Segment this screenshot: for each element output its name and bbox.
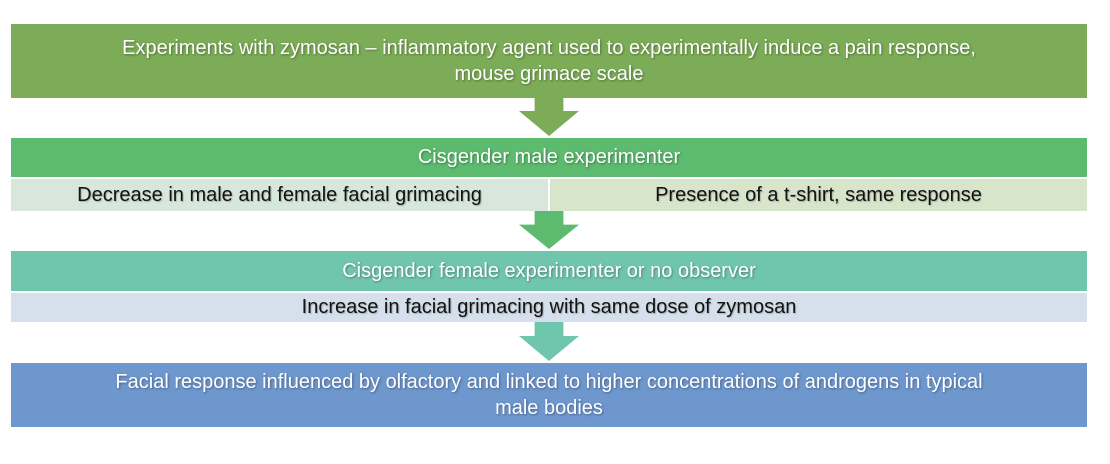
conclusion-box-line1: Facial response influenced by olfactory … (115, 371, 983, 393)
female-result-cell: Increase in facial grimacing with same d… (11, 293, 1087, 322)
male-result-cell-right: Presence of a t-shirt, same response (550, 179, 1087, 211)
down-arrow-icon-2 (519, 211, 579, 249)
conclusion-box-line2: male bodies (495, 397, 603, 419)
top-box-line1: Experiments with zymosan – inflammatory … (122, 37, 976, 59)
down-arrow-icon-3 (519, 322, 579, 361)
down-arrow-icon-1 (519, 97, 579, 136)
male-result-cell-left: Decrease in male and female facial grima… (11, 179, 548, 211)
male-experimenter-header: Cisgender male experimenter (11, 138, 1087, 177)
female-experimenter-header: Cisgender female experimenter or no obse… (11, 251, 1087, 291)
conclusion-box: Facial response influenced by olfactory … (11, 363, 1087, 427)
top-box-line2: mouse grimace scale (454, 63, 644, 85)
top-box: Experiments with zymosan – inflammatory … (11, 24, 1087, 98)
